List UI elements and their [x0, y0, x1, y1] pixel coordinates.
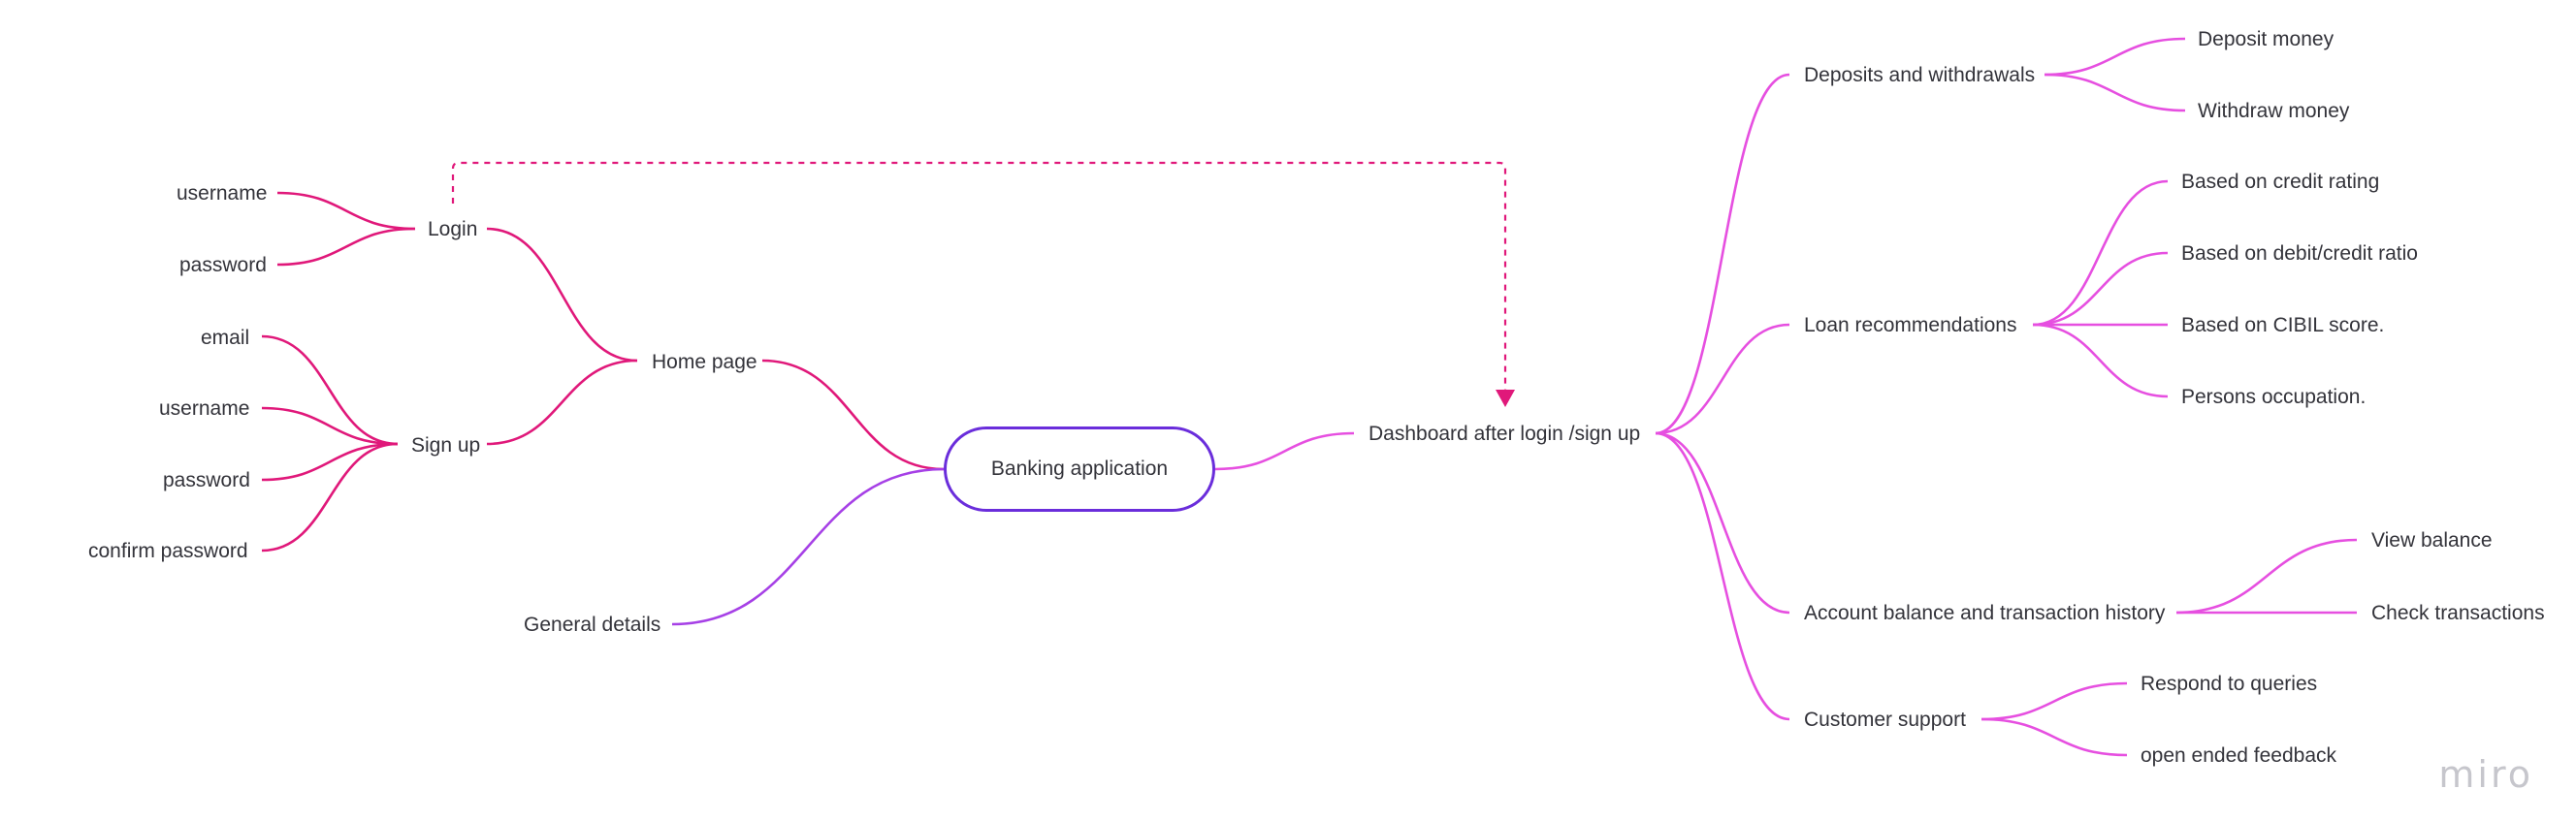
respond-queries-node[interactable]: Respond to queries	[2141, 673, 2318, 695]
deposit-money-node[interactable]: Deposit money	[2198, 28, 2334, 50]
edge-signup-email	[261, 334, 399, 446]
withdraw-money-node[interactable]: Withdraw money	[2198, 100, 2350, 122]
edge-signup-confirm	[261, 442, 399, 553]
edge-root-general	[671, 467, 945, 626]
edge-support-feedback	[1980, 717, 2128, 757]
edge-dashboard-balance	[1655, 431, 1790, 615]
general-details-node[interactable]: General details	[524, 614, 661, 636]
cibil-score-node[interactable]: Based on CIBIL score.	[2181, 314, 2385, 336]
edge-deposits-deposit	[2044, 37, 2186, 77]
login-username-node[interactable]: username	[177, 182, 268, 205]
edge-support-respond	[1980, 681, 2128, 721]
signup-email-node[interactable]: email	[201, 327, 250, 349]
edge-login-password	[276, 227, 416, 267]
credit-rating-node[interactable]: Based on credit rating	[2181, 171, 2380, 193]
root-node[interactable]: Banking application	[944, 426, 1215, 512]
root-node-label: Banking application	[990, 458, 1169, 480]
edge-login-username	[276, 191, 416, 231]
edge-root-home	[761, 359, 945, 471]
login-password-node[interactable]: password	[179, 254, 267, 276]
signup-confirm-password-node[interactable]: confirm password	[88, 540, 248, 562]
connector-arrowhead	[1496, 390, 1515, 407]
home-page-node[interactable]: Home page	[652, 351, 757, 373]
edge-signup-password	[261, 442, 399, 482]
edge-loans-credit	[2032, 179, 2169, 327]
edge-dashboard-deposits	[1655, 73, 1790, 435]
account-balance-history-node[interactable]: Account balance and transaction history	[1804, 602, 2166, 624]
edge-root-dashboard	[1214, 431, 1355, 471]
edge-balance-view	[2175, 538, 2358, 615]
persons-occupation-node[interactable]: Persons occupation.	[2181, 386, 2367, 408]
edge-home-login	[486, 227, 638, 363]
signup-password-node[interactable]: password	[163, 469, 250, 491]
view-balance-node[interactable]: View balance	[2371, 529, 2493, 552]
edge-loans-occupation	[2032, 323, 2169, 398]
miro-watermark: miro	[2438, 753, 2533, 796]
signup-username-node[interactable]: username	[159, 397, 250, 420]
loan-recommendations-node[interactable]: Loan recommendations	[1804, 314, 2017, 336]
edge-dashboard-loans	[1655, 323, 1790, 435]
check-transactions-node[interactable]: Check transactions	[2371, 602, 2545, 624]
deposits-withdrawals-node[interactable]: Deposits and withdrawals	[1804, 64, 2036, 86]
debit-credit-ratio-node[interactable]: Based on debit/credit ratio	[2181, 242, 2418, 265]
edge-deposits-withdraw	[2044, 73, 2186, 112]
edge-dashboard-support	[1655, 431, 1790, 721]
customer-support-node[interactable]: Customer support	[1804, 709, 1966, 731]
dashboard-node[interactable]: Dashboard after login /sign up	[1368, 423, 1641, 445]
login-to-dashboard-connector[interactable]	[451, 161, 1507, 390]
signup-node[interactable]: Sign up	[411, 434, 481, 457]
edge-loans-ratio	[2032, 251, 2169, 327]
edge-home-signup	[486, 359, 638, 446]
edge-signup-username	[261, 406, 399, 446]
open-feedback-node[interactable]: open ended feedback	[2141, 744, 2337, 767]
login-node[interactable]: Login	[428, 218, 478, 240]
